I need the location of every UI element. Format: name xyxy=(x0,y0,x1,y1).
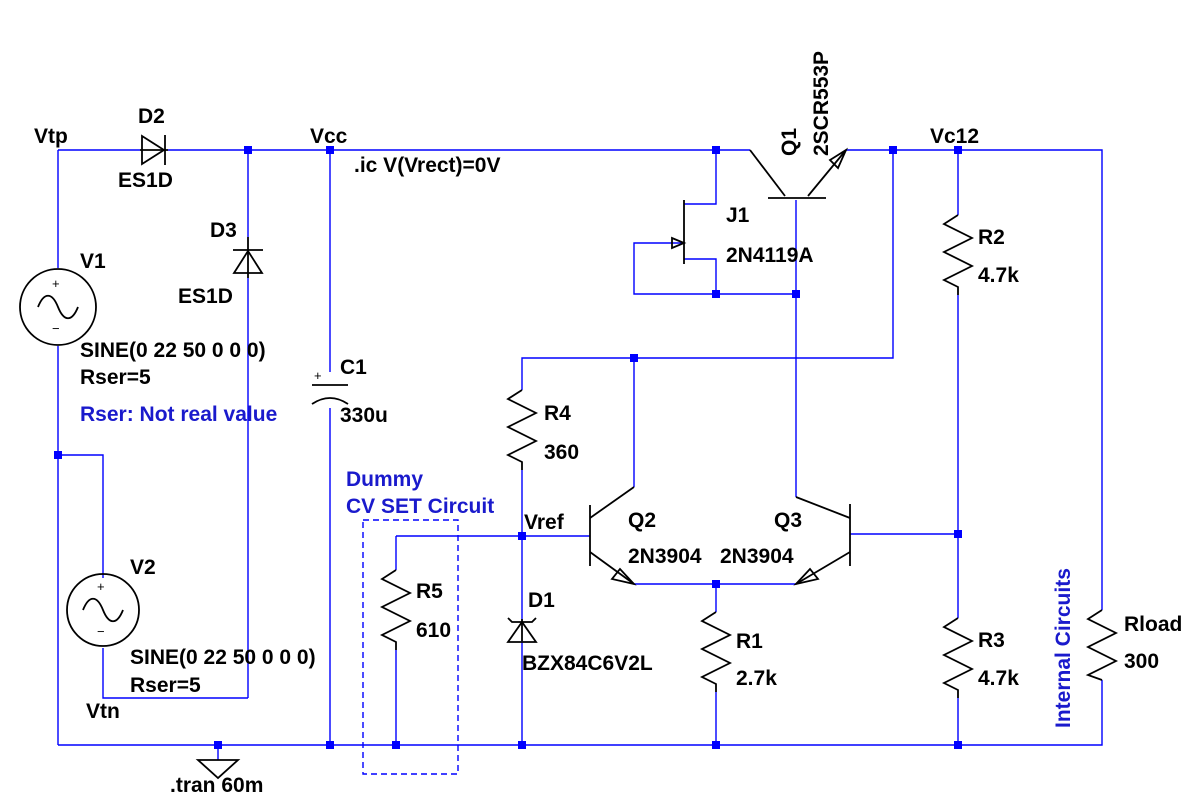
v1-rser: Rser=5 xyxy=(80,366,151,389)
r1-ref: R1 xyxy=(736,630,763,653)
junction xyxy=(712,580,720,588)
junctions xyxy=(54,146,962,749)
r2-value: 4.7k xyxy=(978,264,1019,287)
v2-rser: Rser=5 xyxy=(130,674,201,697)
junction xyxy=(712,290,720,298)
dummy-comment-line2: CV SET Circuit xyxy=(346,495,494,518)
c1-value: 330u xyxy=(340,404,388,427)
junction xyxy=(954,146,962,154)
r5-resistor-symbol xyxy=(379,569,413,650)
junction xyxy=(326,741,334,749)
d1-zener-diode-symbol xyxy=(506,617,538,643)
v2-minus-sign: − xyxy=(97,624,105,639)
c1-ref: C1 xyxy=(340,356,367,379)
net-label-vc12: Vc12 xyxy=(930,125,979,148)
internal-circuits-comment: Internal Circuits xyxy=(1052,568,1075,728)
r4-ref: R4 xyxy=(544,402,571,425)
dummy-comment-line1: Dummy xyxy=(346,468,423,491)
q2-value: 2N3904 xyxy=(628,545,702,568)
v2-ref: V2 xyxy=(130,556,156,579)
r2-ref: R2 xyxy=(978,226,1005,249)
v1-minus-sign: − xyxy=(52,321,60,336)
q2-ref: Q2 xyxy=(628,509,656,532)
c1-plus-sign: + xyxy=(314,368,322,383)
rload-ref: Rload xyxy=(1124,613,1182,636)
j1-ref: J1 xyxy=(726,204,750,227)
junction xyxy=(518,532,526,540)
v1-plus-sign: + xyxy=(52,276,60,291)
r3-resistor-symbol xyxy=(941,617,975,698)
junction xyxy=(244,146,252,154)
q2-npn-transistor-symbol xyxy=(589,486,637,586)
junction xyxy=(792,290,800,298)
d2-diode-symbol xyxy=(140,134,168,166)
junction xyxy=(630,354,638,362)
j1-jfet-symbol xyxy=(671,200,687,264)
r4-value: 360 xyxy=(544,441,579,464)
junction xyxy=(712,741,720,749)
d2-ref: D2 xyxy=(138,105,165,128)
r2-resistor-symbol xyxy=(941,214,975,295)
v2-sine-source-symbol: + − xyxy=(66,573,140,647)
v1-ref: V1 xyxy=(80,250,106,273)
v1-sine-source-symbol: + − xyxy=(19,268,97,346)
r3-ref: R3 xyxy=(978,629,1005,652)
d1-ref: D1 xyxy=(528,589,555,612)
c1-capacitor-symbol: + xyxy=(311,368,349,405)
r3-value: 4.7k xyxy=(978,667,1019,690)
d3-value: ES1D xyxy=(178,285,233,308)
junction xyxy=(954,741,962,749)
j1-value: 2N4119A xyxy=(726,244,814,267)
d1-value: BZX84C6V2L xyxy=(522,652,653,675)
ground-icon xyxy=(195,759,241,780)
r1-value: 2.7k xyxy=(736,667,777,690)
rser-comment: Rser: Not real value xyxy=(80,403,277,426)
r5-ref: R5 xyxy=(416,580,443,603)
rload-resistor-symbol xyxy=(1085,609,1119,681)
junction xyxy=(954,530,962,538)
ic-directive: .ic V(Vrect)=0V xyxy=(354,154,501,177)
net-label-vtp: Vtp xyxy=(34,125,68,148)
junction xyxy=(54,451,62,459)
junction xyxy=(889,146,897,154)
net-label-vtn: Vtn xyxy=(86,700,120,723)
dummy-cv-set-box xyxy=(362,519,459,775)
junction xyxy=(326,146,334,154)
q3-ref: Q3 xyxy=(774,509,802,532)
v1-value: SINE(0 22 50 0 0 0) xyxy=(80,339,266,362)
r5-value: 610 xyxy=(416,619,451,642)
v2-plus-sign: + xyxy=(97,579,105,594)
q1-value: 2SCR553P xyxy=(810,51,833,156)
junction xyxy=(712,146,720,154)
rload-value: 300 xyxy=(1124,650,1159,673)
net-label-vref: Vref xyxy=(524,511,565,534)
v2-value: SINE(0 22 50 0 0 0) xyxy=(130,646,316,669)
junction xyxy=(214,741,222,749)
q1-ref: Q1 xyxy=(778,128,801,156)
d3-diode-symbol xyxy=(232,237,264,278)
net-label-vcc: Vcc xyxy=(310,125,348,148)
q1-npn-transistor-symbol xyxy=(749,147,849,199)
d2-value: ES1D xyxy=(118,169,173,192)
q3-npn-transistor-symbol xyxy=(793,496,851,586)
tran-directive: .tran 60m xyxy=(170,774,263,797)
junction xyxy=(518,741,526,749)
q3-value: 2N3904 xyxy=(720,545,794,568)
junction xyxy=(392,741,400,749)
r1-resistor-symbol xyxy=(699,611,733,692)
r4-resistor-symbol xyxy=(505,389,539,470)
d3-ref: D3 xyxy=(210,219,237,242)
